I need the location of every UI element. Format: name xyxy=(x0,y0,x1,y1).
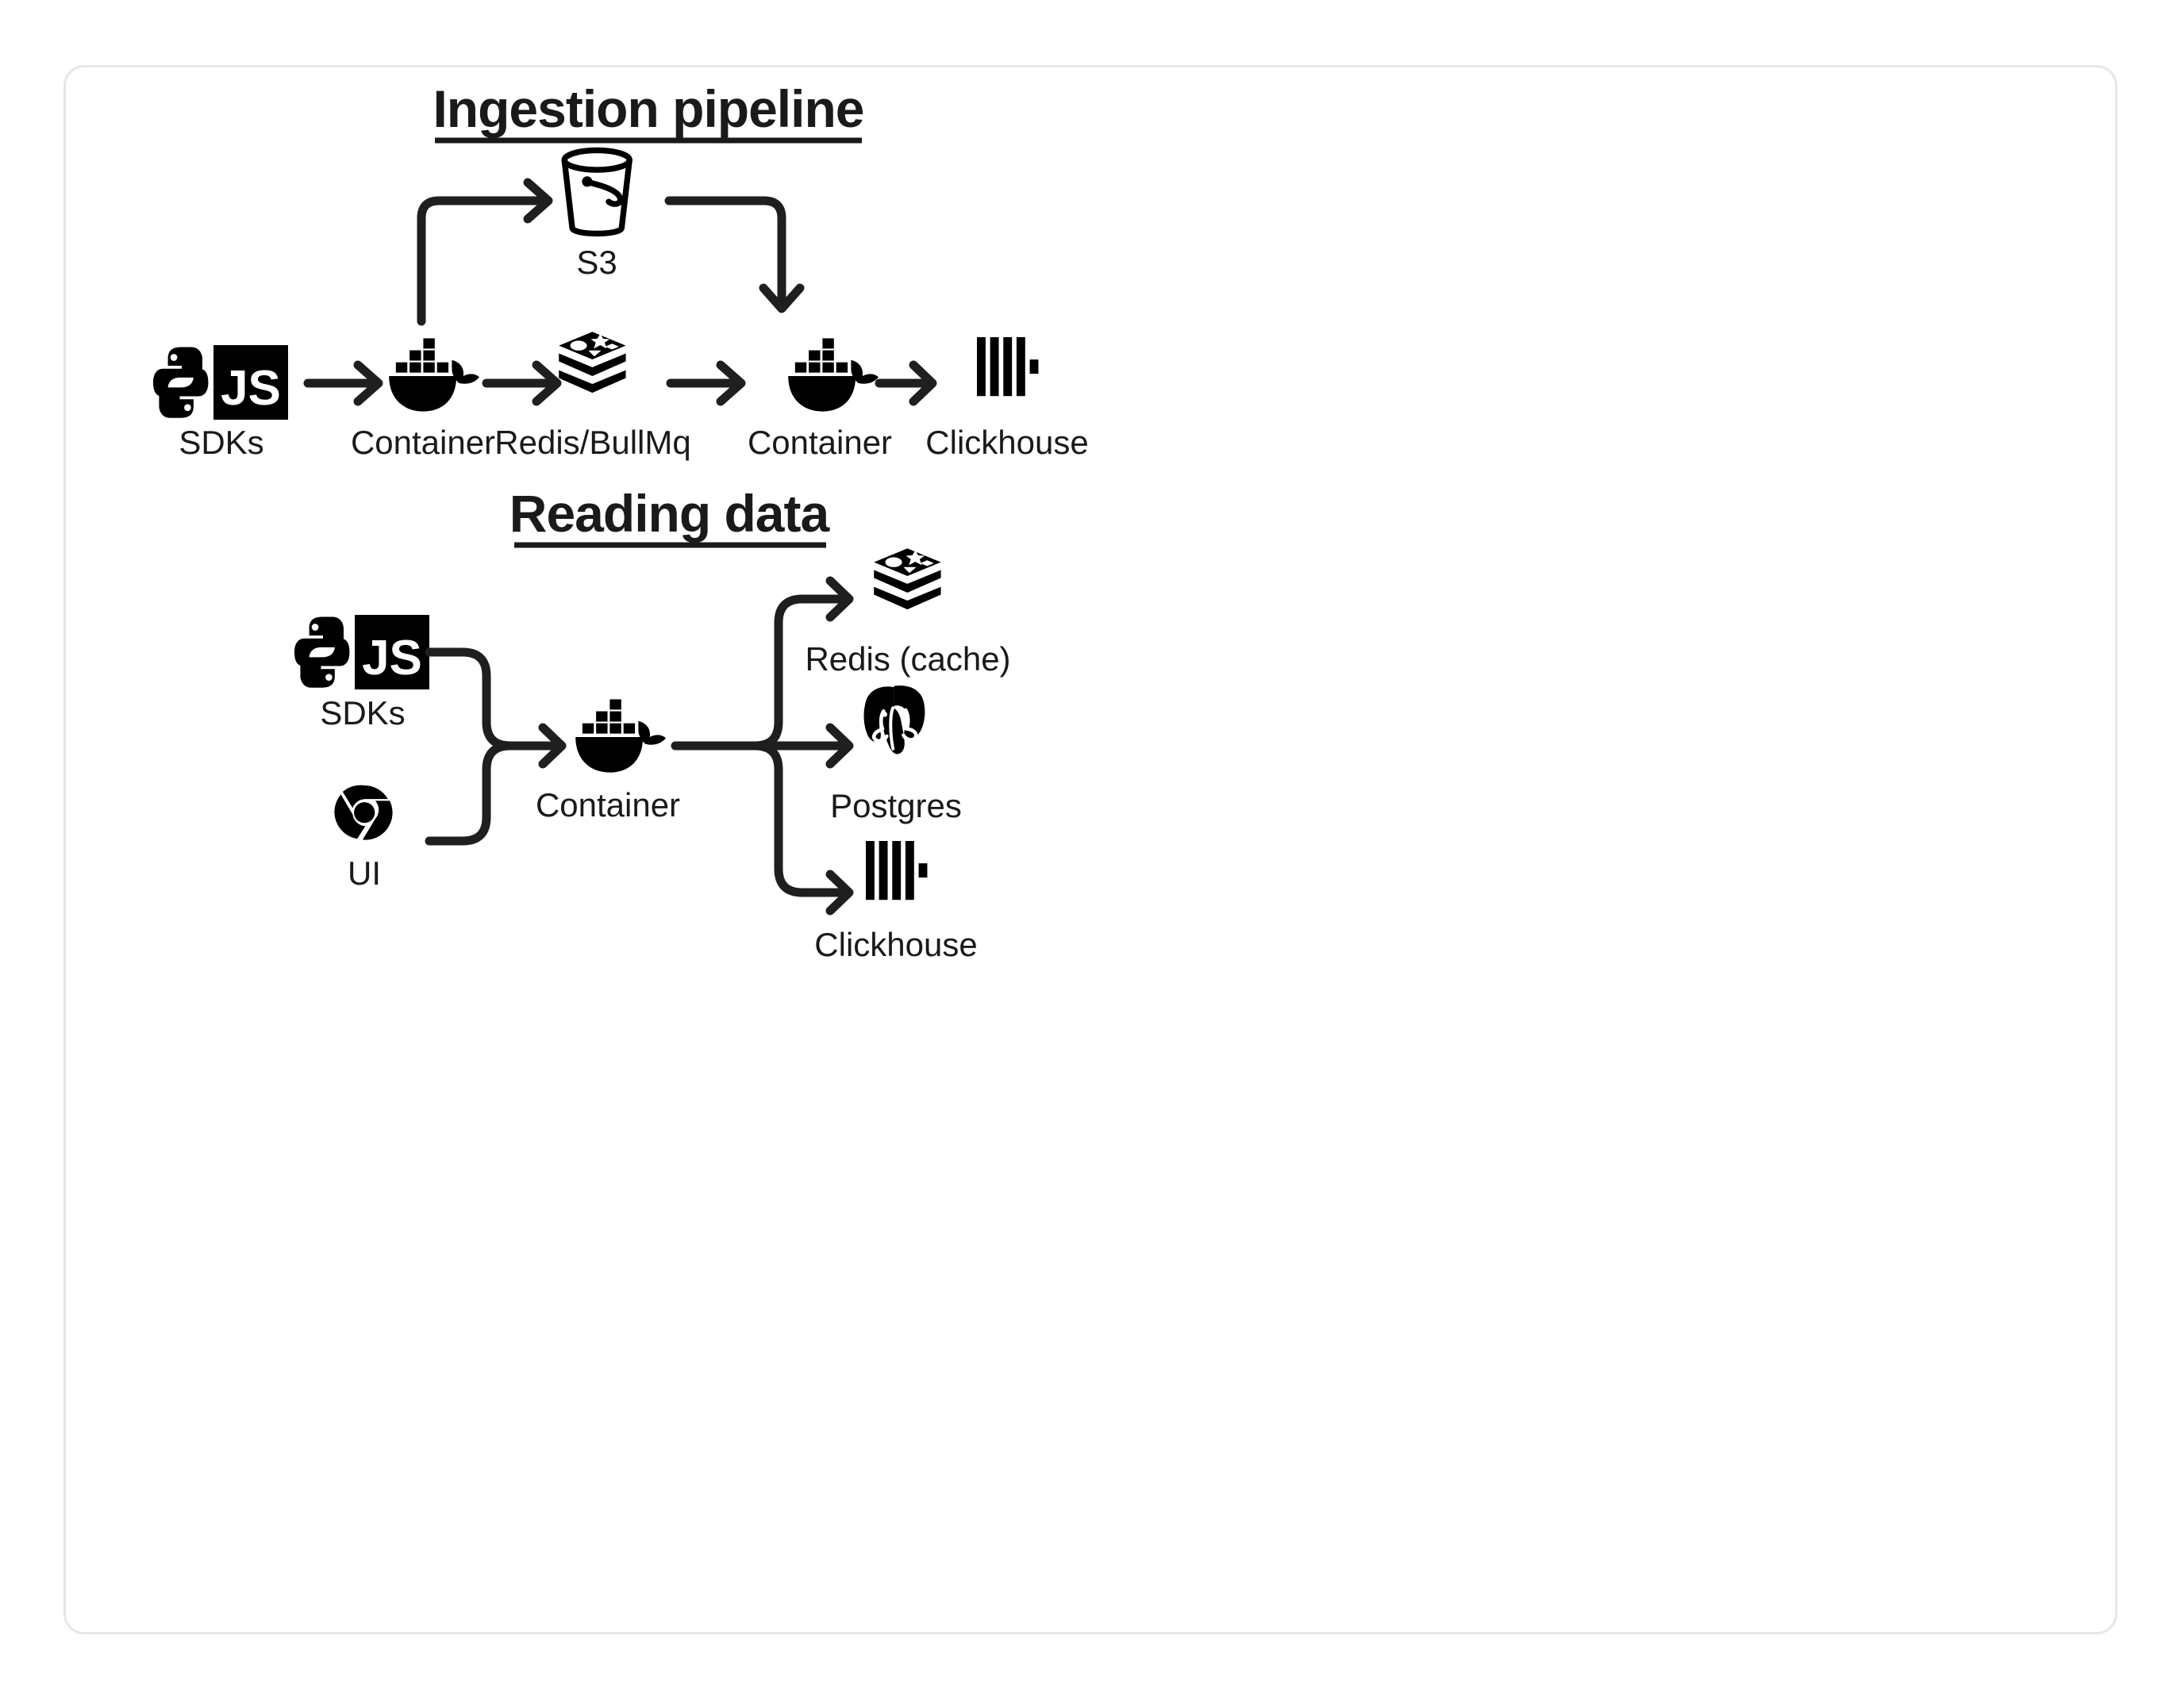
postgres-icon xyxy=(864,685,925,754)
s3-bucket-icon xyxy=(564,150,629,233)
node-sdks-reading[interactable]: JS SDKs xyxy=(294,615,429,731)
label-redis-bullmq: Redis/BullMq xyxy=(494,424,690,461)
node-redis-cache[interactable]: Redis (cache) xyxy=(805,548,1011,678)
label-container-1: Container xyxy=(351,424,495,461)
ingestion-title: Ingestion pipeline xyxy=(433,79,863,138)
edge-redis-to-container2 xyxy=(666,360,746,406)
reading-title: Reading data xyxy=(509,484,831,543)
clickhouse-icon xyxy=(977,337,1039,397)
node-redis-bullmq[interactable]: Redis/BullMq xyxy=(494,332,691,461)
architecture-diagram: Ingestion pipeline JS SDKs Container xyxy=(153,79,1089,963)
node-container-3[interactable]: Container xyxy=(536,699,680,824)
js-icon: JS xyxy=(213,345,288,420)
label-clickhouse-reading: Clickhouse xyxy=(814,926,977,963)
edge-sdks-to-container1 xyxy=(303,360,383,406)
label-container-3: Container xyxy=(536,786,680,824)
edge-container2-to-clickhouse xyxy=(875,360,937,406)
docker-icon xyxy=(575,699,666,773)
js-icon: JS xyxy=(355,615,429,689)
node-sdks-ingestion[interactable]: JS SDKs xyxy=(153,345,288,461)
clickhouse-icon xyxy=(866,841,928,900)
edge-container1-to-s3 xyxy=(417,178,553,326)
node-clickhouse-ingestion[interactable]: Clickhouse xyxy=(925,337,1089,461)
section-ingestion: Ingestion pipeline JS SDKs Container xyxy=(153,79,1089,461)
label-redis-cache: Redis (cache) xyxy=(805,640,1010,678)
section-reading: Reading data JS SDKs UI xyxy=(294,484,1011,963)
docker-icon xyxy=(788,338,879,412)
node-s3[interactable]: S3 xyxy=(564,150,629,281)
edge-merge-to-container3 xyxy=(425,647,567,846)
label-container-2: Container xyxy=(748,424,892,461)
redis-icon xyxy=(559,332,626,394)
edge-fanout-from-container3 xyxy=(671,576,854,916)
label-s3: S3 xyxy=(576,244,617,281)
node-container-1[interactable]: Container xyxy=(351,338,495,461)
node-postgres[interactable]: Postgres xyxy=(830,685,962,824)
node-container-2[interactable]: Container xyxy=(748,338,892,461)
docker-icon xyxy=(389,338,479,412)
node-clickhouse-reading[interactable]: Clickhouse xyxy=(814,841,978,963)
edge-container1-to-redis xyxy=(482,360,562,406)
label-postgres: Postgres xyxy=(830,787,962,824)
chrome-icon xyxy=(334,785,393,840)
node-ui[interactable]: UI xyxy=(334,785,393,892)
python-icon xyxy=(294,616,350,688)
label-sdks-reading: SDKs xyxy=(320,694,405,731)
label-sdks-ingestion: SDKs xyxy=(179,424,263,461)
js-badge-text: JS xyxy=(362,631,422,685)
label-clickhouse-ingestion: Clickhouse xyxy=(925,424,1088,461)
python-icon xyxy=(153,347,209,418)
redis-icon xyxy=(874,548,941,610)
diagram-card: Ingestion pipeline JS SDKs Container xyxy=(63,65,2117,1634)
js-badge-text: JS xyxy=(221,361,281,416)
edge-s3-to-container2 xyxy=(664,196,805,313)
label-ui: UI xyxy=(348,854,381,892)
